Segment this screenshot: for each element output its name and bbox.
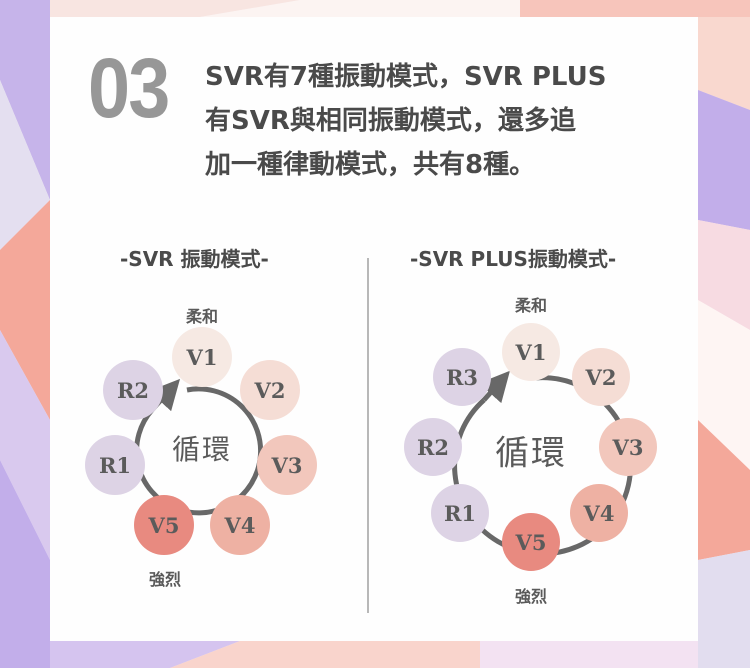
svr-section-title: -SVR 振動模式- [120, 247, 269, 271]
svr-node-v3: V3 [257, 435, 317, 495]
svr-plus-node-v2: V2 [572, 348, 630, 406]
step-number: 03 [88, 41, 170, 135]
headline-line-1: SVR有7種振動模式，SVR PLUS [205, 62, 607, 92]
svr-node-v2: V2 [240, 360, 300, 420]
svr-plus-node-r3: R3 [433, 348, 491, 406]
svr-node-v5: V5 [134, 495, 194, 555]
svr-plus-section-title: -SVR PLUS振動模式- [410, 247, 617, 271]
headline-line-3: 加一種律動模式，共有8種。 [205, 150, 536, 180]
svr-node-v4: V4 [210, 495, 270, 555]
svr-plus-node-r1: R1 [431, 484, 489, 542]
svr-node-v1: V1 [172, 327, 232, 387]
svr-plus-node-v3: V3 [599, 418, 657, 476]
svr-node-r1: R1 [85, 435, 145, 495]
headline-line-2: 有SVR與相同振動模式，還多追 [205, 106, 576, 136]
headline: SVR有7種振動模式，SVR PLUS 有SVR與相同振動模式，還多追 加一種律… [205, 55, 665, 187]
svr-plus-node-r2: R2 [404, 418, 462, 476]
svr-plus-gentle-label: 柔和 [514, 296, 548, 315]
svr-plus-node-v1: V1 [502, 323, 560, 381]
svr-cycle-center-label: 循環 [171, 433, 233, 466]
svr-plus-strong-label: 強烈 [514, 587, 548, 606]
svr-gentle-label: 柔和 [185, 307, 219, 326]
svr-plus-cycle-center-label: 循環 [495, 433, 567, 474]
svr-plus-node-v4: V4 [570, 484, 628, 542]
svr-node-r2: R2 [103, 360, 163, 420]
section-divider [367, 258, 369, 613]
svr-plus-node-v5: V5 [502, 513, 560, 571]
svr-strong-label: 強烈 [148, 570, 182, 589]
